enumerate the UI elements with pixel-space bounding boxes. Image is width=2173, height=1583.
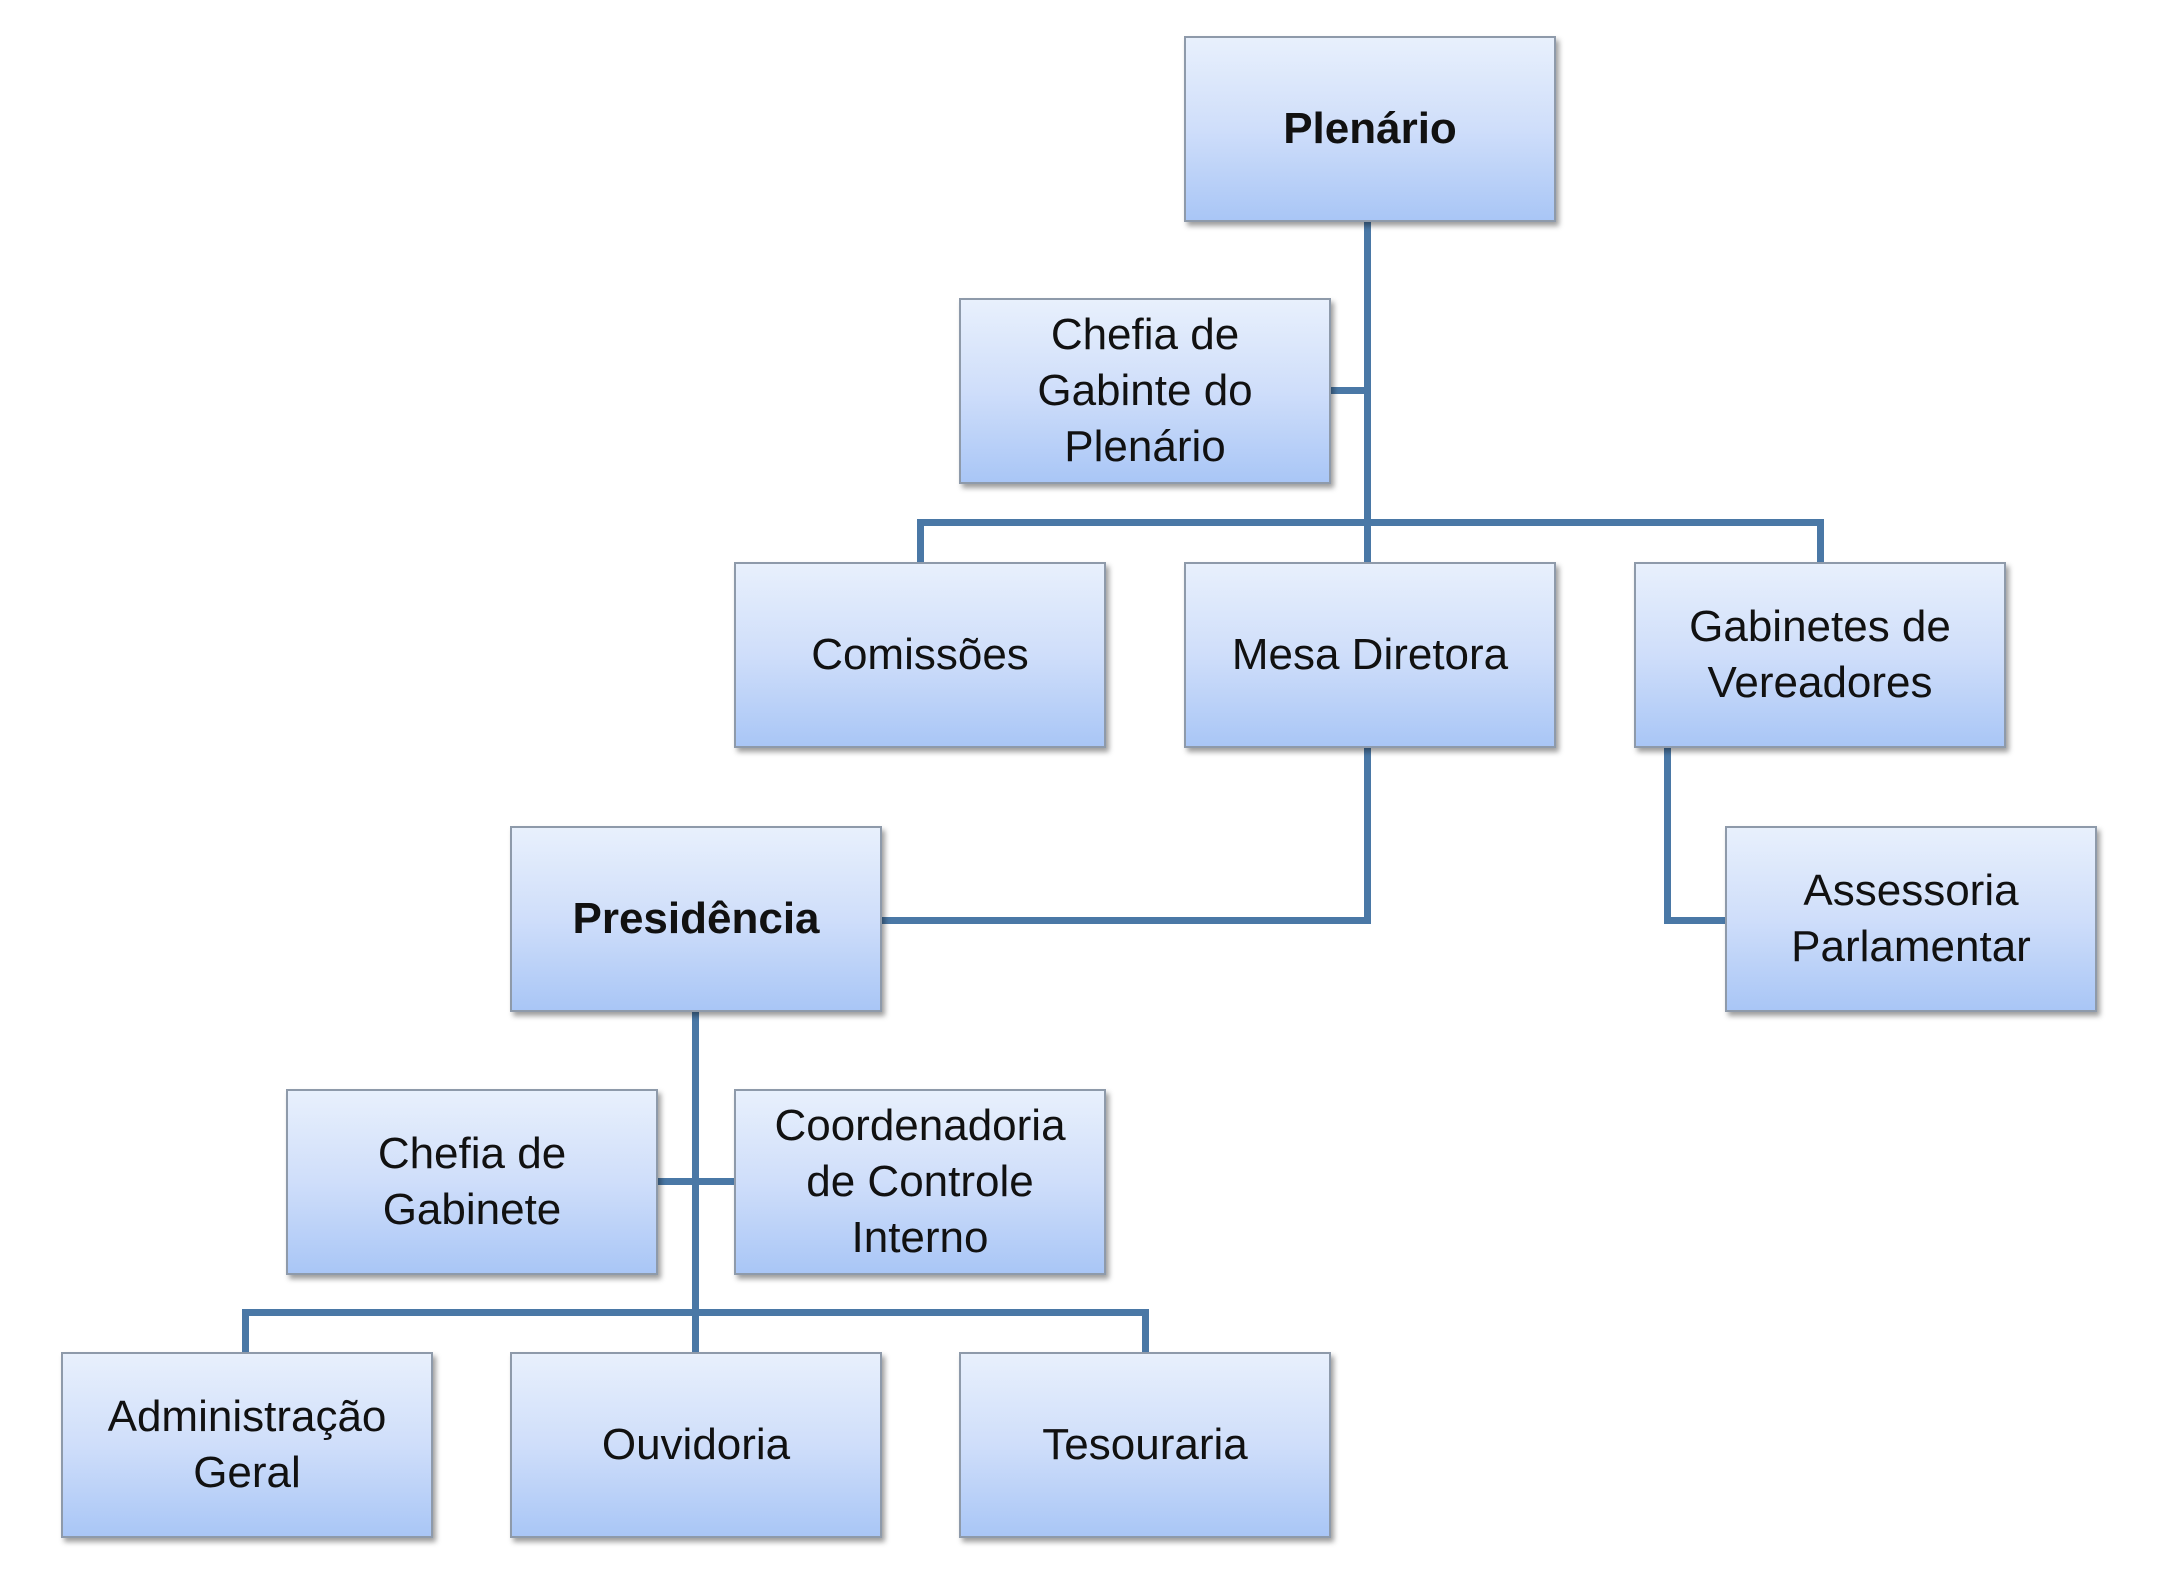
node-chefia-gabinete-plenario-label: Chefia de Gabinte do Plenário — [1037, 310, 1253, 471]
connector-chefia-plenario-stub — [1330, 387, 1371, 394]
node-ouvidoria: Ouvidoria — [510, 1352, 882, 1538]
node-chefia-gabinete-plenario: Chefia de Gabinte do Plenário — [959, 298, 1331, 484]
connector-mesa-drop — [1364, 746, 1371, 924]
connector-presidencia-staff — [656, 1178, 736, 1185]
node-mesa-diretora: Mesa Diretora — [1184, 562, 1556, 748]
node-administracao-geral-label: Administração Geral — [107, 1392, 387, 1497]
node-gabinetes-vereadores: Gabinetes de Vereadores — [1634, 562, 2006, 748]
node-tesouraria: Tesouraria — [959, 1352, 1331, 1538]
node-comissoes-label: Comissões — [811, 630, 1029, 680]
node-mesa-diretora-label: Mesa Diretora — [1231, 630, 1509, 680]
connector-level5-horizontal — [242, 1309, 1149, 1316]
node-chefia-gabinete: Chefia de Gabinete — [286, 1089, 658, 1275]
connector-comissoes-drop — [917, 519, 924, 564]
node-gabinetes-vereadores-label: Gabinetes de Vereadores — [1689, 602, 1951, 707]
node-tesouraria-label: Tesouraria — [1042, 1420, 1248, 1470]
node-assessoria-parlamentar: Assessoria Parlamentar — [1725, 826, 2097, 1012]
node-coordenadoria-controle-interno-label: Coordenadoria de Controle Interno — [774, 1101, 1066, 1262]
connector-gabinetes-assessoria-horizontal — [1664, 917, 1727, 924]
node-administracao-geral: Administração Geral — [61, 1352, 433, 1538]
connector-mesa-presidencia — [880, 917, 1371, 924]
connector-level2-horizontal — [917, 519, 1824, 526]
node-ouvidoria-label: Ouvidoria — [601, 1420, 791, 1470]
node-presidencia: Presidência — [510, 826, 882, 1012]
connector-gabinetes-drop — [1817, 519, 1824, 564]
node-chefia-gabinete-label: Chefia de Gabinete — [377, 1129, 567, 1234]
node-coordenadoria-controle-interno: Coordenadoria de Controle Interno — [734, 1089, 1106, 1275]
node-plenario-label: Plenário — [1283, 104, 1457, 154]
node-comissoes: Comissões — [734, 562, 1106, 748]
connector-administracao-drop — [242, 1309, 249, 1354]
connector-tesouraria-drop — [1142, 1309, 1149, 1354]
node-assessoria-parlamentar-label: Assessoria Parlamentar — [1791, 866, 2031, 971]
node-plenario: Plenário — [1184, 36, 1556, 222]
connector-gabinetes-assessoria-vertical — [1664, 746, 1671, 924]
node-presidencia-label: Presidência — [572, 894, 820, 944]
